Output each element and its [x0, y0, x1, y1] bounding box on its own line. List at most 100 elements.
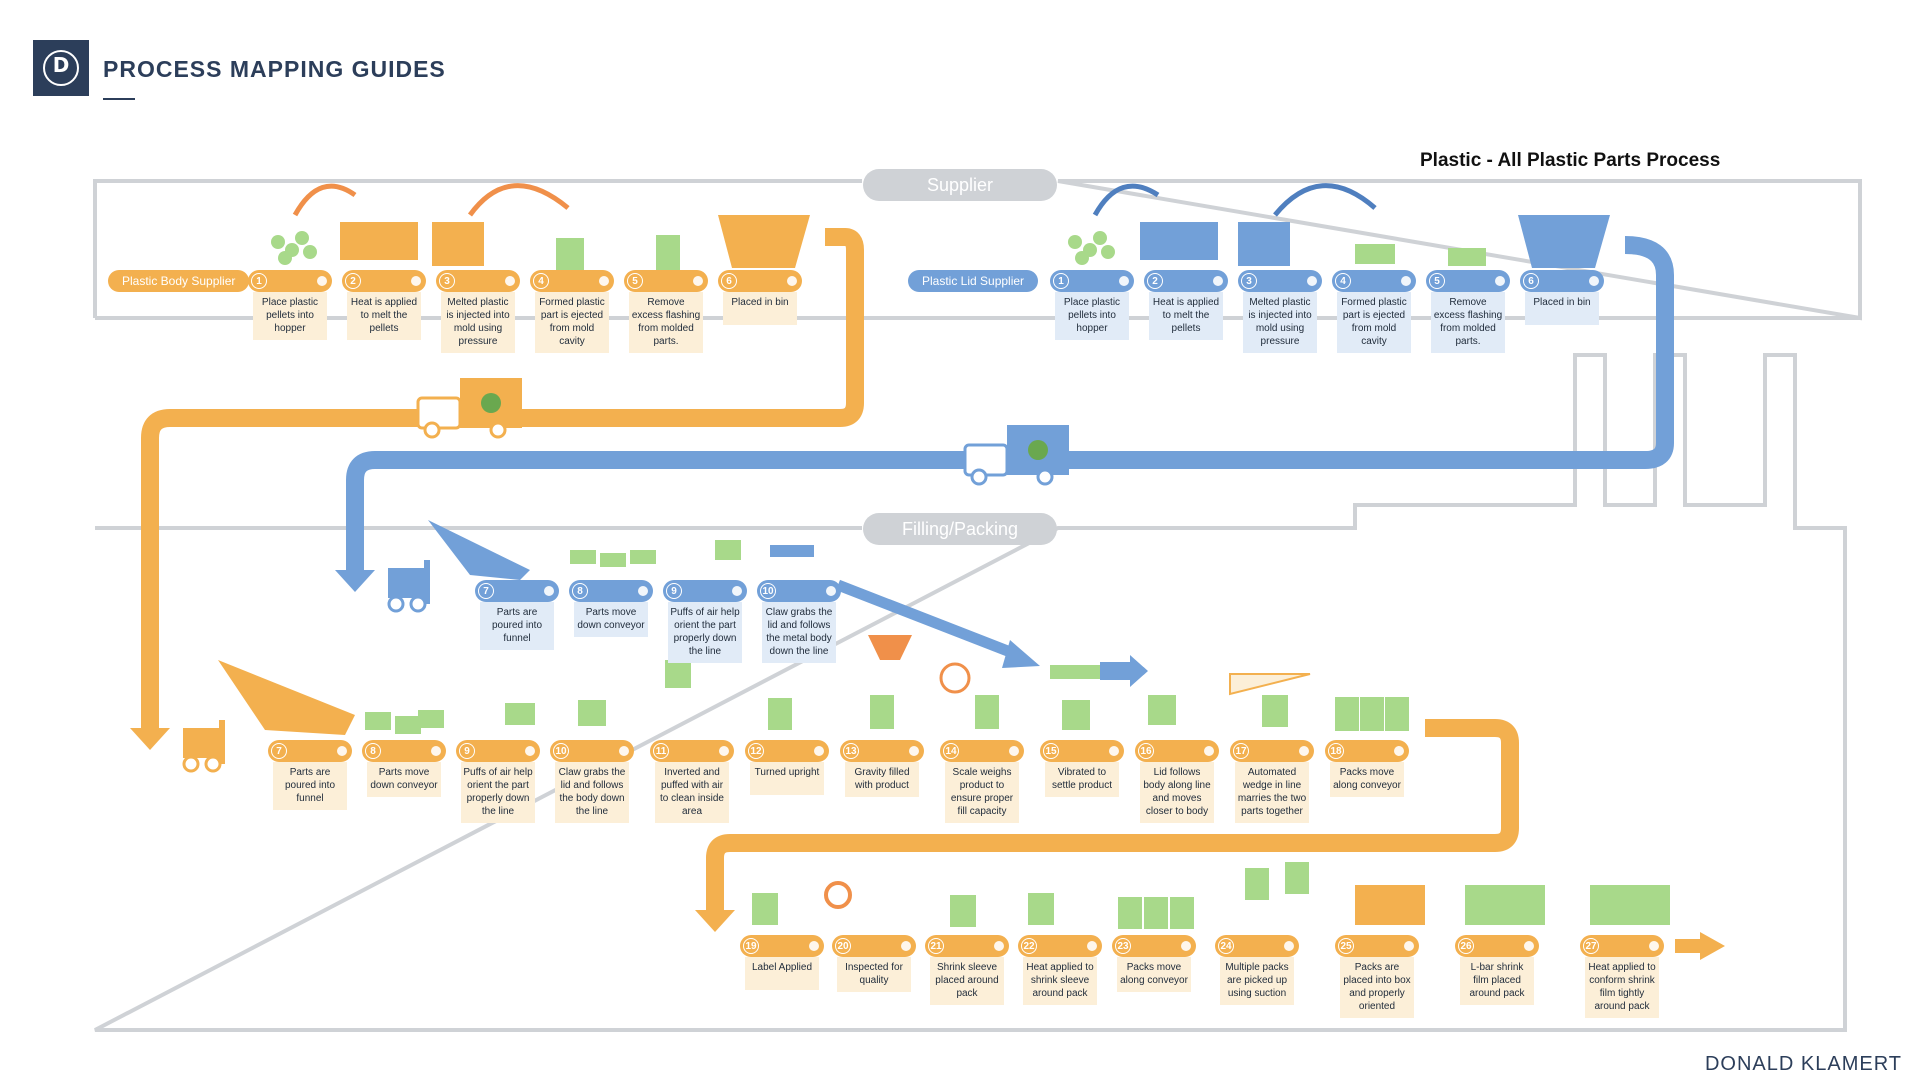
step-number: 2	[1147, 273, 1163, 289]
lid-flow-arrowhead	[335, 570, 375, 592]
lid-merge-arrowhead	[1002, 640, 1040, 668]
upright-body	[768, 698, 792, 730]
step-number: 16	[1138, 743, 1154, 759]
step-number: 4	[533, 273, 549, 289]
roller	[787, 276, 797, 286]
step-label: Formed plastic part is ejected from mold…	[1337, 292, 1411, 353]
step-label: Remove excess flashing from molded parts…	[629, 292, 703, 353]
trimmed-part-lid	[1448, 248, 1486, 266]
step-number: 18	[1328, 743, 1344, 759]
roller	[1284, 941, 1294, 951]
step-label: Placed in bin	[723, 292, 797, 325]
roller	[1009, 746, 1019, 756]
step-label: Placed in bin	[1525, 292, 1599, 325]
step-number: 12	[748, 743, 764, 759]
roller	[638, 586, 648, 596]
fill-hopper	[868, 635, 912, 660]
bin-body	[718, 215, 810, 268]
step-number: 21	[928, 938, 944, 954]
delivery-truck-body	[416, 378, 522, 439]
pellets-body	[271, 231, 317, 265]
step-label: Lid follows body along line and moves cl…	[1140, 762, 1214, 823]
step-number: 4	[1335, 273, 1351, 289]
pellets-lid	[1068, 231, 1115, 265]
step-label: Vibrated to settle product	[1045, 762, 1119, 797]
claw-body	[578, 700, 606, 726]
roller	[826, 586, 836, 596]
roller	[909, 746, 919, 756]
roller	[732, 586, 742, 596]
roller	[719, 746, 729, 756]
vibrated-body	[1062, 700, 1090, 730]
labeled-part	[752, 893, 778, 925]
step-number: 5	[627, 273, 643, 289]
author-credit: DONALD KLAMERT	[1704, 1053, 1902, 1075]
roller	[544, 586, 554, 596]
extruder-body	[340, 222, 418, 260]
step-label: Heat is applied to melt the pellets	[1149, 292, 1223, 340]
factory-zone-frame	[94, 353, 1847, 1032]
extruder-lid	[1140, 222, 1218, 260]
step-label: Automated wedge in line marries the two …	[1235, 762, 1309, 823]
body-flow-arrowhead	[130, 728, 170, 750]
step-number: 9	[666, 583, 682, 599]
body-flow-path	[141, 228, 864, 728]
step-label: Heat applied to conform shrink film tigh…	[1585, 957, 1659, 1018]
step-number: 20	[835, 938, 851, 954]
step-label: Packs are placed into box and properly o…	[1340, 957, 1414, 1018]
body-line-turn	[706, 719, 1519, 910]
zone-label-supplier: Supplier	[863, 169, 1057, 201]
step-number: 25	[1338, 938, 1354, 954]
ejected-part-body	[556, 238, 584, 270]
diagram-title: Plastic - All Plastic Parts Process	[1420, 150, 1721, 171]
step-number: 1	[251, 273, 267, 289]
sleeve-part	[950, 895, 976, 927]
step-label: Claw grabs the lid and follows the body …	[555, 762, 629, 823]
step-number: 11	[653, 743, 669, 759]
logo-letter: D	[52, 53, 70, 77]
transfer-arrow-body-1	[292, 183, 357, 217]
married-part	[1262, 695, 1288, 727]
claw-lid	[770, 545, 814, 557]
exit-arrowhead	[1700, 932, 1725, 960]
roller	[411, 276, 421, 286]
oriented-lid	[715, 540, 741, 560]
roller	[1401, 276, 1411, 286]
step-label: Heat is applied to melt the pellets	[347, 292, 421, 340]
title-underline	[103, 98, 135, 100]
step-label: Melted plastic is injected into mold usi…	[441, 292, 515, 353]
roller	[1495, 276, 1505, 286]
roller	[901, 941, 911, 951]
supplier-tag-lid: Plastic Lid Supplier	[908, 270, 1039, 292]
mold-body	[432, 222, 484, 266]
forklift-body	[182, 720, 225, 773]
lid-follow-arrow	[1100, 655, 1148, 687]
lid-flow-path	[346, 236, 1674, 570]
filled-body	[870, 695, 894, 729]
roller	[431, 746, 441, 756]
mold-lid	[1238, 222, 1290, 266]
step-label: Inverted and puffed with air to clean in…	[655, 762, 729, 823]
step-number: 1	[1053, 273, 1069, 289]
parts-body-conveyor	[365, 710, 444, 734]
roller	[505, 276, 515, 286]
